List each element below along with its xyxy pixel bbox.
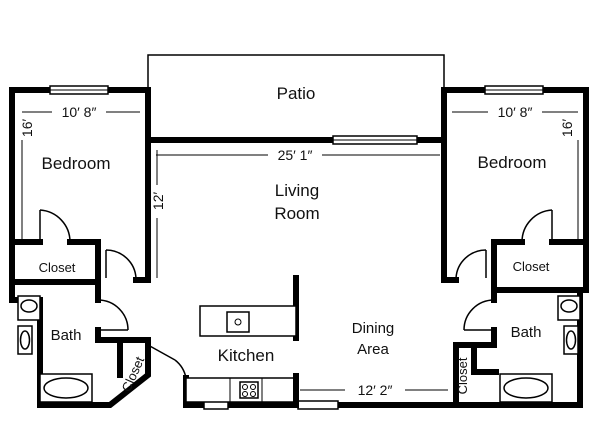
living-label-line2: Room — [274, 204, 319, 223]
dining-label-line1: Dining — [352, 320, 395, 337]
right-wing-interior — [441, 209, 589, 408]
living-label-line1: Living — [275, 181, 319, 200]
bedroom-left-label: Bedroom — [42, 154, 111, 173]
closet-small-right-label: Closet — [455, 357, 470, 394]
dimension-lines — [21, 111, 579, 391]
bedroom-right-width-dim: 10′ 8″ — [498, 104, 533, 120]
dining-label-line2: Area — [357, 341, 389, 358]
dining-width-dim: 12′ 2″ — [358, 382, 393, 398]
bedroom-left-depth-dim: 16′ — [19, 119, 35, 138]
bath-right-label: Bath — [511, 324, 542, 341]
left-wing-interior — [9, 209, 187, 403]
closet-right-label: Closet — [513, 259, 550, 274]
bath-left-label: Bath — [51, 327, 82, 344]
living-width-dim: 25′ 1″ — [278, 147, 313, 163]
bedroom-right-depth-dim: 16′ — [559, 119, 575, 138]
kitchen-label: Kitchen — [218, 346, 275, 365]
bedroom-right-label: Bedroom — [478, 153, 547, 172]
living-depth-dim: 12′ — [150, 192, 166, 211]
patio-label: Patio — [277, 84, 316, 103]
bedroom-left-width-dim: 10′ 8″ — [62, 104, 97, 120]
closet-left-label: Closet — [39, 260, 76, 275]
kitchen-fixtures — [185, 275, 299, 408]
